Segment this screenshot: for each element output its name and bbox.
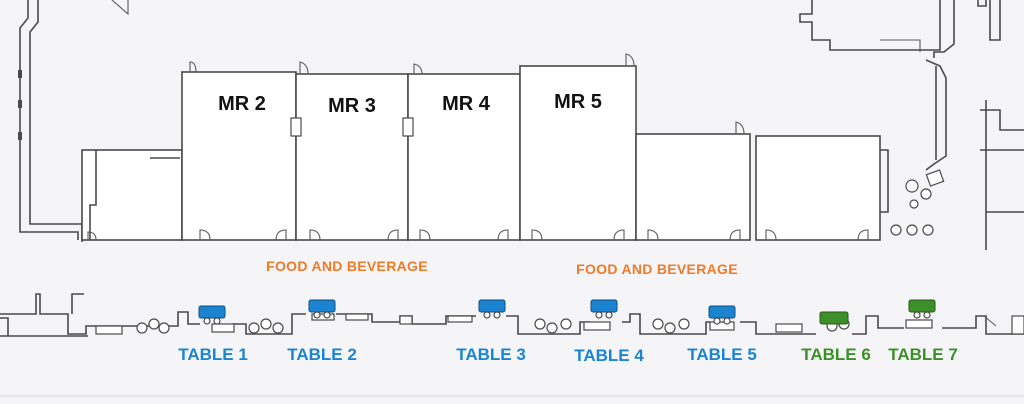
exhibit-table-1[interactable]: TABLE 1 (178, 305, 248, 364)
door-notches (87, 229, 869, 241)
exhibit-table-4[interactable]: TABLE 4 (574, 299, 644, 365)
exhibit-table-5[interactable]: TABLE 5 (687, 305, 757, 364)
table-marker (308, 299, 336, 313)
exhibit-table-6[interactable]: TABLE 6 (801, 311, 871, 364)
room-mr2[interactable]: MR 2 (181, 61, 297, 241)
exhibit-table-7[interactable]: TABLE 7 (888, 299, 958, 364)
room-mr3[interactable]: MR 3 (290, 61, 409, 241)
table-marker (478, 299, 506, 313)
room-label-mr2: MR 2 (218, 93, 266, 115)
room-label-mr5: MR 5 (554, 91, 602, 113)
corridor-seating (136, 318, 850, 334)
table-label: TABLE 3 (456, 345, 526, 364)
room-label-mr4: MR 4 (442, 93, 491, 115)
table-label: TABLE 7 (888, 345, 958, 364)
room-mr5[interactable]: MR 5 (519, 53, 637, 241)
exhibit-table-2[interactable]: TABLE 2 (287, 299, 357, 364)
exhibit-table-3[interactable]: TABLE 3 (456, 299, 526, 364)
corridor-wall (0, 293, 1024, 337)
table-label: TABLE 5 (687, 345, 757, 364)
room-mr4[interactable]: MR 4 (402, 63, 521, 241)
lounge-furniture (890, 169, 945, 236)
table-marker (819, 311, 849, 325)
table-label: TABLE 4 (574, 346, 644, 365)
table-marker (708, 305, 736, 319)
food-beverage-label-1: FOOD AND BEVERAGE (266, 258, 428, 274)
table-label: TABLE 6 (801, 345, 871, 364)
table-marker (198, 305, 226, 319)
table-marker (590, 299, 618, 313)
room-label-mr3: MR 3 (328, 95, 376, 117)
room-east-2 (755, 135, 889, 241)
table-label: TABLE 2 (287, 345, 357, 364)
small-room-left (81, 149, 183, 241)
table-label: TABLE 1 (178, 345, 248, 364)
north-east-wing (799, 0, 1024, 250)
room-east-1 (635, 121, 751, 241)
table-marker (908, 299, 936, 313)
food-beverage-label-2: FOOD AND BEVERAGE (576, 261, 738, 277)
